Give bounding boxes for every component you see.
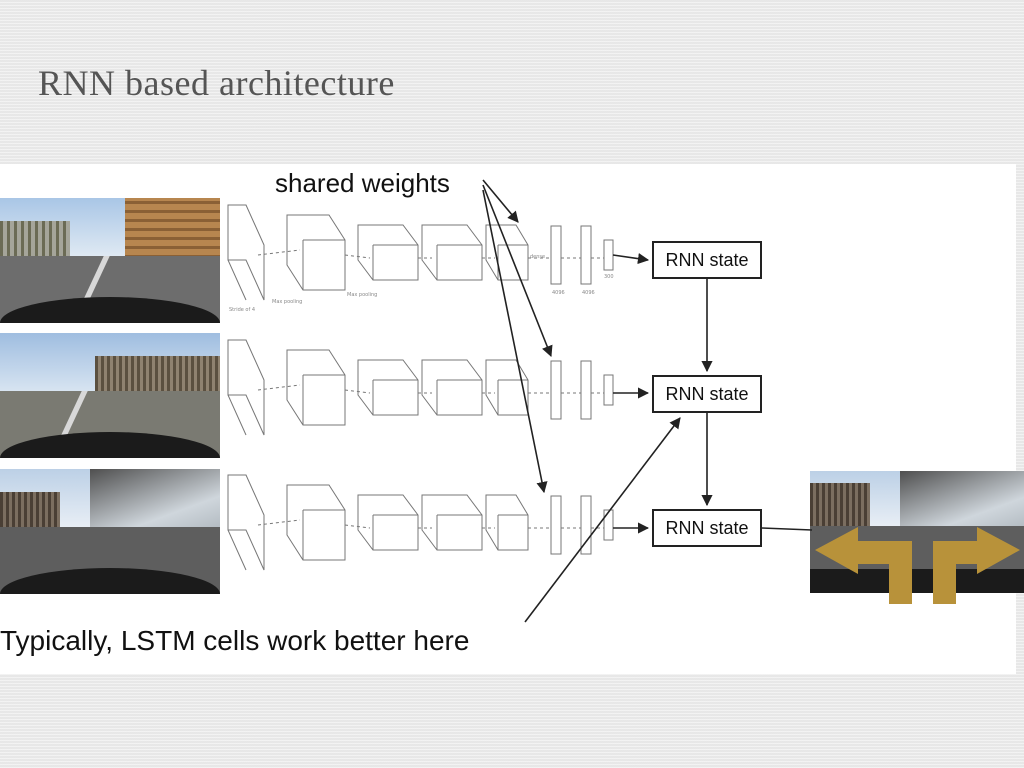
rnn-state-2: RNN state xyxy=(652,375,762,413)
rnn-state-3: RNN state xyxy=(652,509,762,547)
cnn-row-2 xyxy=(227,339,650,436)
max-pooling-label-2: Max pooling xyxy=(347,292,377,298)
rnn-state-1: RNN state xyxy=(652,241,762,279)
fc-label-3: 300 xyxy=(604,274,614,280)
fc-label-1: 4096 xyxy=(552,290,565,296)
lstm-pointer-arrow xyxy=(524,417,681,623)
lstm-note: Typically, LSTM cells work better here xyxy=(0,625,470,656)
rnn-chain-arrows xyxy=(701,279,813,531)
cnn-row-3 xyxy=(227,474,650,571)
output-frame xyxy=(810,471,1024,593)
fc-label-2: 4096 xyxy=(582,290,595,296)
max-pooling-label: Max pooling xyxy=(272,299,302,305)
input-frame-2 xyxy=(0,333,220,458)
slide-title: RNN based architecture xyxy=(38,63,395,103)
steering-arrow-icon xyxy=(815,527,1020,604)
cnn-row-1: Stride of 4 Max pooling Max pooling dens… xyxy=(227,204,650,313)
stride-label: Stride of 4 xyxy=(229,307,255,313)
input-frame-1 xyxy=(0,198,220,323)
dense-label: dense xyxy=(530,254,545,260)
shared-weights-arrows xyxy=(482,179,553,494)
shared-weights-label: shared weights xyxy=(275,168,450,198)
input-frame-3 xyxy=(0,469,220,594)
